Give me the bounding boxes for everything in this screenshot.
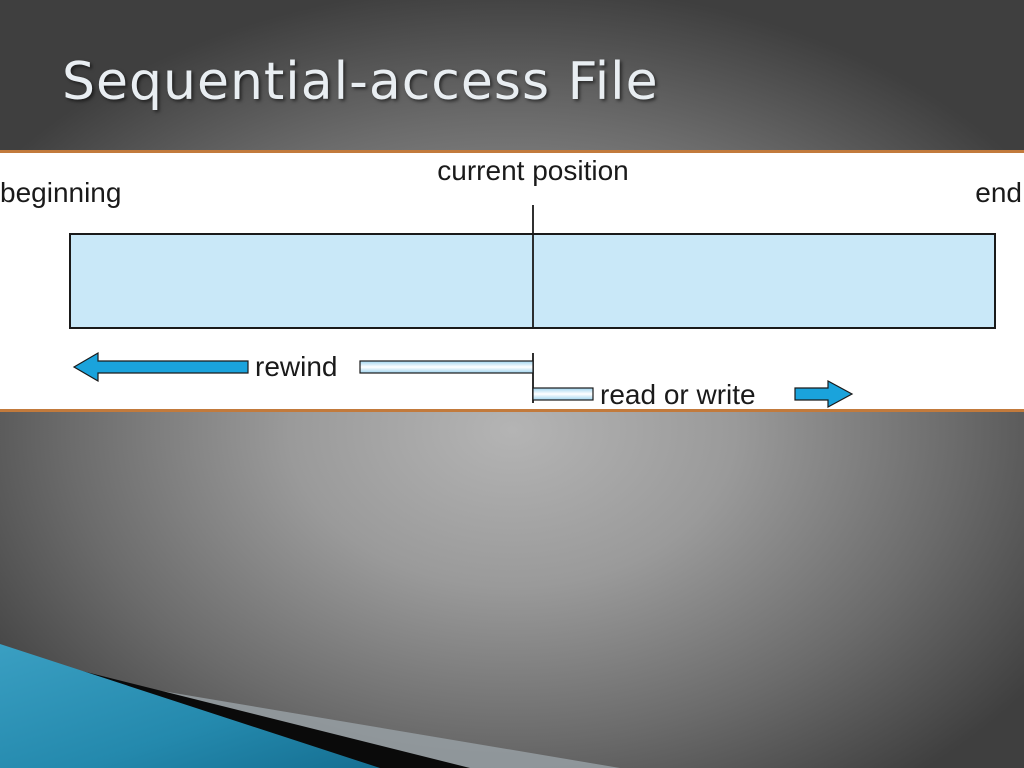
read-write-bar bbox=[532, 387, 594, 401]
rewind-label: rewind bbox=[255, 351, 337, 382]
sequential-access-diagram: beginning end current position rewind re… bbox=[0, 155, 1022, 409]
read-write-arrow-icon bbox=[794, 379, 854, 409]
current-position-label: current position bbox=[437, 155, 628, 186]
slide-title: Sequential-access File bbox=[62, 52, 659, 112]
read-write-label: read or write bbox=[600, 379, 756, 409]
rewind-bar bbox=[359, 360, 534, 374]
beginning-label: beginning bbox=[0, 177, 121, 208]
corner-decoration bbox=[0, 644, 620, 768]
end-label: end bbox=[975, 177, 1022, 208]
rewind-arrow-icon bbox=[72, 351, 249, 383]
diagram-panel: beginning end current position rewind re… bbox=[0, 150, 1024, 412]
